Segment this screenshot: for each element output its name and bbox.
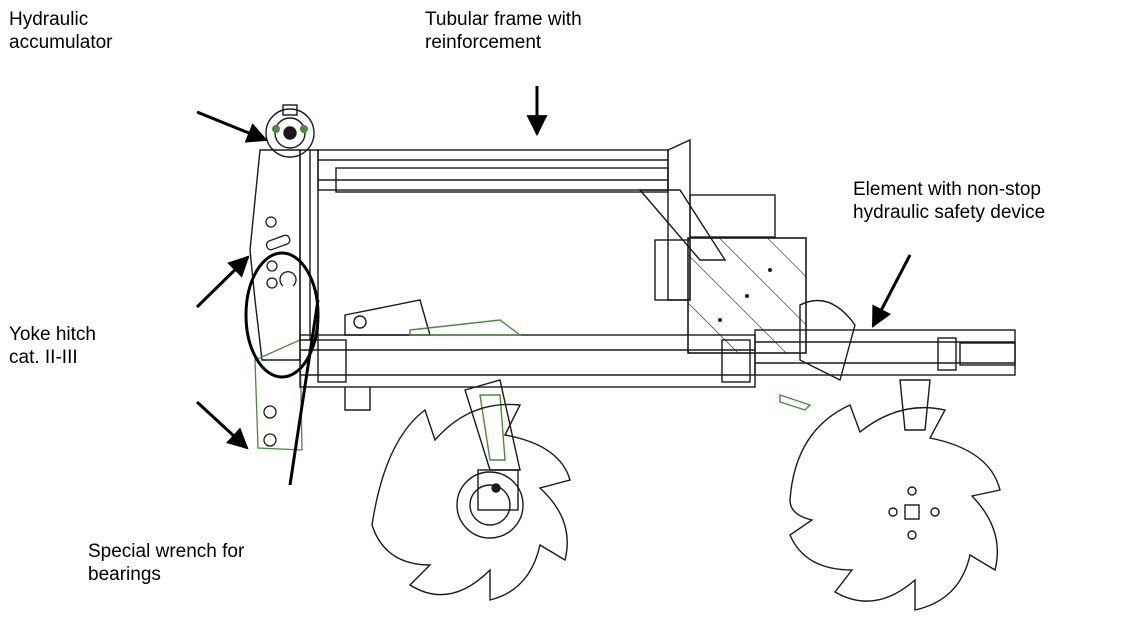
arrow-hydraulic-accumulator: [196, 110, 268, 143]
arrow-yoke-lower: [195, 400, 249, 450]
label-hydraulic-accumulator: Hydraulic accumulator: [9, 8, 113, 54]
front-disc-assembly: [371, 379, 571, 601]
label-special-wrench: Special wrench for bearings: [88, 540, 244, 586]
arrow-special-wrench: [288, 299, 320, 486]
hatched-box: [687, 237, 807, 354]
label-line: Yoke hitch: [9, 324, 96, 345]
label-line: Element with non-stop: [853, 179, 1041, 200]
arrow-yoke-upper: [195, 255, 250, 309]
yoke-hitch-drawing: [254, 216, 303, 451]
arrow-element-safety: [871, 254, 912, 328]
annotation-arrows: [195, 86, 912, 486]
label-yoke-hitch: Yoke hitch cat. II-III: [9, 323, 96, 369]
hydraulic-accumulator-drawing: [265, 104, 315, 158]
label-line: hydraulic safety device: [853, 202, 1046, 223]
label-element-safety-device: Element with non-stop hydraulic safety d…: [853, 178, 1045, 224]
wrench-highlight-ellipse: [244, 251, 320, 379]
label-line: reinforcement: [425, 32, 542, 53]
rear-disc-assembly: [789, 404, 1001, 611]
label-line: Special wrench for: [88, 541, 245, 562]
frame-upright: [249, 149, 319, 361]
label-tubular-frame: Tubular frame with reinforcement: [425, 8, 582, 54]
label-line: Hydraulic: [9, 9, 89, 30]
label-line: accumulator: [9, 32, 113, 53]
label-line: cat. II-III: [9, 347, 78, 368]
main-beam: [299, 299, 756, 411]
label-line: Tubular frame with: [425, 9, 582, 30]
label-line: bearings: [88, 564, 161, 585]
